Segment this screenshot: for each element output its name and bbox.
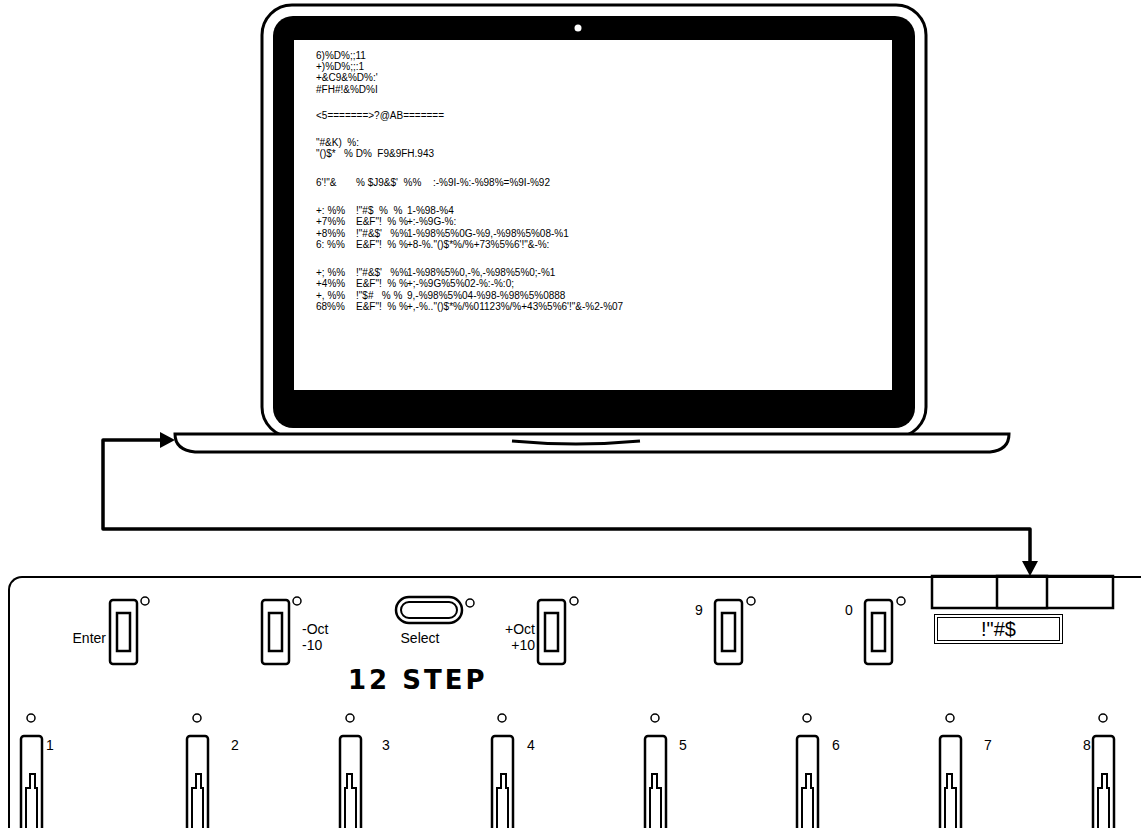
footswitch [340,736,361,828]
screen-text: !"#$ % % [356,205,402,217]
select-button [401,602,457,618]
screen-text: +)%D%;;:1 [316,61,364,73]
footswitch [262,600,289,664]
screen-text: +7%% [316,216,345,228]
drawing-part [570,597,578,605]
drawing-part [193,714,201,722]
drawing-part [803,714,811,722]
product-name: 12 STEP [348,666,488,696]
display-text: !"#$ [981,618,1016,641]
screen-text: 1-%98%5%0G-%9,-%98%5%08-%1 [407,228,569,240]
footswitch [797,736,818,828]
screen-text: 6'!"& [316,177,336,189]
screen-text: #FH#!&%D%I [316,84,378,96]
laptop-drawing [175,5,1009,452]
screen-text: +;-%9G%5%02-%:-%:0; [407,278,514,290]
drawing-part [946,714,954,722]
screen-text: E&F"! % % [356,216,408,228]
switch-number: 1 [46,737,54,753]
screen-text: +8%% [316,228,345,240]
screen-text: +8-%."()$*%/%+73%5%6'!"&-%: [407,239,549,251]
drawing-part [293,597,301,605]
screen-text: !"$# % % [356,290,402,302]
screen-text: +; %% [316,267,345,279]
screen-text: +: %% [316,205,345,217]
screen-text: +&C9&%D%:' [316,72,378,84]
select-button [396,597,462,623]
switch-number: 7 [984,737,992,753]
switch-label: Enter [58,630,106,646]
switch-number: 6 [832,737,840,753]
switch-number: 5 [679,737,687,753]
arrow-head [160,432,175,448]
footswitch [21,736,42,828]
screen-text: !"#&$' %% [356,267,408,279]
screen-text: 1-%98%5%0,-%,-%98%5%0;-%1 [407,267,555,279]
screen-text: % $J9&$' %% [356,177,421,189]
screen-text: +4%% [316,278,345,290]
switch-label: +Oct +10 [497,621,535,653]
drawing-part [897,597,905,605]
switch-label: 0 [845,602,853,618]
screen-text: <5=======>?@AB======= [316,110,444,122]
screen-text: E&F"! % % [356,239,408,251]
screen-text: 6)%D%;;11 [316,50,366,62]
laptop-notch [512,441,640,444]
screen-text: 1-%98-%4 [407,205,454,217]
usb-plug [997,576,1047,608]
footswitch [187,736,208,828]
usb-cable [103,440,1030,563]
switch-label: 9 [695,602,703,618]
screen-text: "()$* % D% F9&9FH.943 [316,148,434,160]
screen-text: +, %% [316,290,345,302]
footswitch [492,736,513,828]
screen-text: +,-%.."()$*%/%01123%/%+43%5%6'!"&-%2-%07 [407,301,623,313]
switch-label: -Oct -10 [302,621,340,653]
drawing-part [141,597,149,605]
drawing-part [747,597,755,605]
arrow-head [1022,561,1038,576]
screen-text: E&F"! % % [356,278,408,290]
switch-number: 4 [527,737,535,753]
screen-text: 68%% [316,301,345,313]
screen-text: 6: %% [316,239,345,251]
screen-text: !"#&$' %% [356,228,408,240]
screen-text: +:-%9G-%: [407,216,456,228]
footswitch [538,600,565,664]
screen-text: :-%9I-%:-%98%=%9I-%92 [433,177,550,189]
display-box: !"#$ [934,614,1063,644]
screen-text: "#&K) %: [316,137,359,149]
switch-number: 8 [1083,737,1091,753]
footswitch [110,600,137,664]
screen-text: E&F"! % % [356,301,408,313]
footswitch [645,736,666,828]
laptop-lid [262,5,926,437]
laptop-camera [575,25,582,32]
controller-drawing [21,576,1114,828]
controller-panel: Enter -Oct -10 Select +Oct +10 9 0 12 STEP 1 2 3 4… [8,576,1141,828]
switch-label: Select [390,630,450,646]
laptop-body: 6)%D%;;11+)%D%;;:1+&C9&%D%:'#FH#!&%D%I <5… [175,5,1010,452]
usb-port [932,576,1113,608]
drawing-part [346,714,354,722]
drawing-part [27,714,35,722]
screen-text: 9,-%98%5%04-%98-%98%5%0888 [407,290,565,302]
drawing-part [466,599,474,607]
led-row [27,597,1107,722]
laptop-screen [294,40,892,390]
laptop-base [175,434,1009,452]
footswitch [865,600,892,664]
drawing-part [498,714,506,722]
footswitch [715,600,742,664]
drawing-part [1099,714,1107,722]
laptop-bezel [273,16,915,428]
drawing-part [651,714,659,722]
switch-number: 2 [231,737,239,753]
switch-number: 3 [382,737,390,753]
footswitch [940,736,961,828]
footswitch [1093,736,1114,828]
